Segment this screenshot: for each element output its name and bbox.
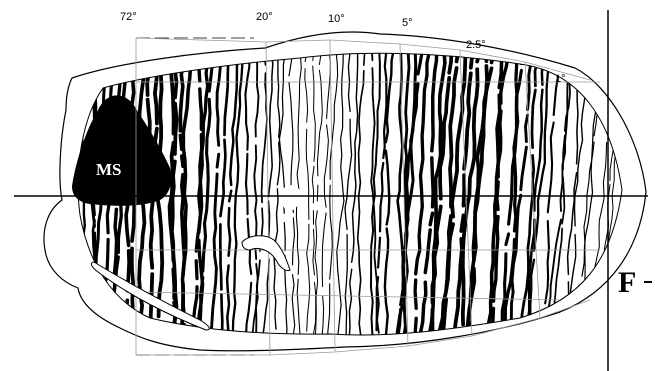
stripe-segment [217, 154, 219, 167]
stripe-segment [597, 343, 599, 359]
stripe-segment [108, 336, 109, 348]
stripe-segment [622, 50, 624, 67]
stripe-segment [229, 208, 231, 256]
stripe-segment [568, 314, 570, 358]
stripe-segment [95, 342, 96, 352]
stripe-segment [180, 135, 181, 149]
eccentricity-label-72: 72° [120, 11, 137, 23]
eccentricity-label-10: 10° [328, 13, 345, 25]
eccentricity-label-20: 20° [256, 11, 273, 23]
eccentricity-label-2-5: 2.5° [466, 39, 486, 51]
eccentricity-label-5: 5° [402, 17, 413, 29]
stripe-segment [616, 50, 617, 79]
stripe-segment [464, 175, 465, 206]
stripe-segment [175, 104, 177, 154]
stripe-segment [220, 225, 221, 290]
eccentricity-label-1: 1° [555, 73, 566, 85]
fovea-label: F [618, 266, 636, 299]
stripe-segment [196, 261, 197, 279]
stripe-segment [132, 248, 133, 314]
stripe-segment [430, 213, 432, 224]
stripe-segment [621, 76, 622, 88]
stripe-segment [581, 323, 583, 350]
stripe-segment [432, 158, 433, 207]
monocular-segment-label: MS [96, 160, 122, 179]
stripe-segment [317, 185, 318, 201]
stripe-segment [415, 280, 416, 308]
stripe-segment [200, 89, 202, 129]
